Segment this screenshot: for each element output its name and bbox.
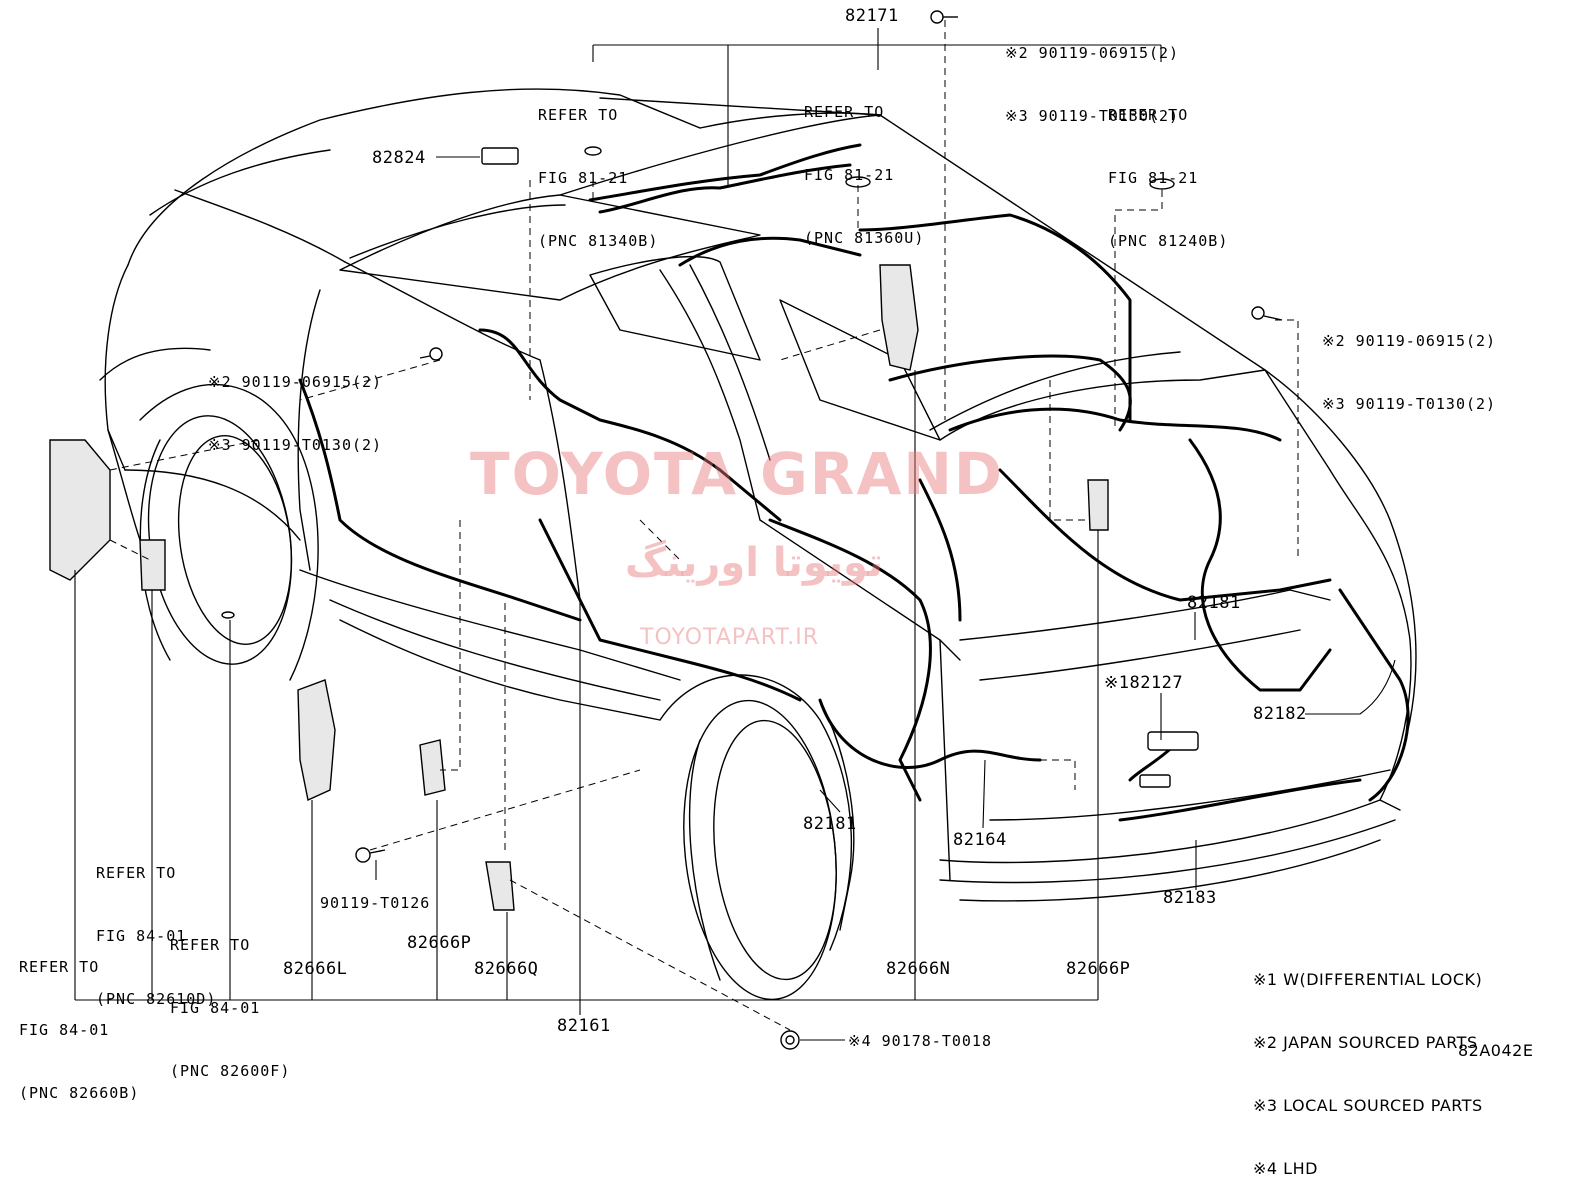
part-82666P-left-label: 82666P [407,933,472,953]
rear-wheel [659,674,853,1001]
refer-line: FIG 81-21 [1108,169,1199,187]
bolt-line: ※3 90119-T0130(2) [1322,395,1497,413]
watermark-brand: TOYOTA GRAND [470,440,1005,508]
part-82824-block [481,147,519,165]
watermark-site: TOYOTAPART.IR [640,625,820,650]
bolt-callout-right: ※2 90119-06915(2) ※3 90119-T0130(2) [1322,289,1496,436]
refer-line: FIG 84-01 [19,1021,110,1039]
vehicle-body-outline [99,88,1417,931]
part-82183-label: 82183 [1163,888,1217,908]
refer-line: REFER TO [170,936,251,954]
part-82666L-label: 82666L [283,959,348,979]
part-82824-label: 82824 [372,148,426,168]
dashed-leaders [109,20,1299,1031]
refer-line: (PNC 82600F) [170,1062,291,1080]
refer-line: REFER TO [1108,106,1189,124]
refer-82660B: REFER TO FIG 84-01 (PNC 82660B) [19,915,139,1125]
wire-harnesses [298,143,1410,822]
refer-81360U: REFER TO FIG 81-21 (PNC 81360U) [804,60,924,270]
components [49,10,1283,1050]
bolt-line: ※2 90119-06915(2) [1322,332,1497,350]
part-82127-label: ※182127 [1104,673,1184,693]
part-82181-right-label: 82181 [1187,593,1241,613]
refer-line: REFER TO [804,103,885,121]
refer-line: (PNC 81340B) [538,232,659,250]
part-82666P-right-label: 82666P [1066,959,1131,979]
note-line: ※3 LOCAL SOURCED PARTS [1253,1096,1483,1115]
diagram-id: 82A042E [1458,1041,1534,1060]
note-line: ※1 W(DIFFERENTIAL LOCK) [1253,970,1483,989]
leader-lines [74,28,1396,1041]
refer-line: FIG 84-01 [96,927,187,945]
notes-legend: ※1 W(DIFFERENTIAL LOCK) ※2 JAPAN SOURCED… [1253,927,1483,1200]
refer-line: FIG 81-21 [804,166,895,184]
bolt-callout-top: ※2 90119-06915(2) ※3 90119-T0130(2) [1005,1,1179,148]
bolt-line: ※3 90119-T0130(2) [1005,107,1180,125]
part-82164-label: 82164 [953,830,1007,850]
vehicle-wiring-drawing [49,10,1417,1050]
refer-line: REFER TO [19,958,100,976]
refer-81340B: REFER TO FIG 81-21 (PNC 81340B) [538,63,658,273]
part-82171-label: 82171 [845,6,899,26]
bolt-line: ※2 90119-06915(2) [208,373,383,391]
note-line: ※4 LHD [1253,1159,1318,1178]
bolt-line: ※3 90119-T0130(2) [208,436,383,454]
parts-diagram: TOYOTA GRAND تویوتا اورینگ TOYOTAPART.IR… [19,1,1534,1178]
watermark-persian: تویوتا اورینگ [625,540,884,586]
refer-line: REFER TO [538,106,619,124]
refer-line: FIG 84-01 [170,999,261,1017]
refer-line: (PNC 82660B) [19,1084,140,1102]
note-line: ※2 JAPAN SOURCED PARTS [1253,1033,1478,1052]
refer-82600F: REFER TO FIG 84-01 (PNC 82600F) [170,893,290,1103]
refer-line: (PNC 81360U) [804,229,925,247]
refer-line: FIG 81-21 [538,169,629,187]
part-82666N-label: 82666N [886,959,951,979]
refer-line: (PNC 81240B) [1108,232,1229,250]
grommet-label: ※4 90178-T0018 [848,1032,992,1050]
bolt-90119-T0126-label: 90119-T0126 [320,894,431,912]
refer-line: (PNC 82610D) [96,990,217,1008]
refer-82610D: REFER TO FIG 84-01 (PNC 82610D) [96,821,216,1031]
part-82161-label: 82161 [557,1016,611,1036]
bolt-callout-left: ※2 90119-06915(2) ※3 90119-T0130(2) [208,330,382,477]
part-82182-label: 82182 [1253,704,1307,724]
bolt-line: ※2 90119-06915(2) [1005,44,1180,62]
part-82181-center-label: 82181 [803,814,857,834]
refer-81240B: REFER TO FIG 81-21 (PNC 81240B) [1108,63,1228,273]
refer-line: REFER TO [96,864,177,882]
part-82666Q-label: 82666Q [474,959,539,979]
